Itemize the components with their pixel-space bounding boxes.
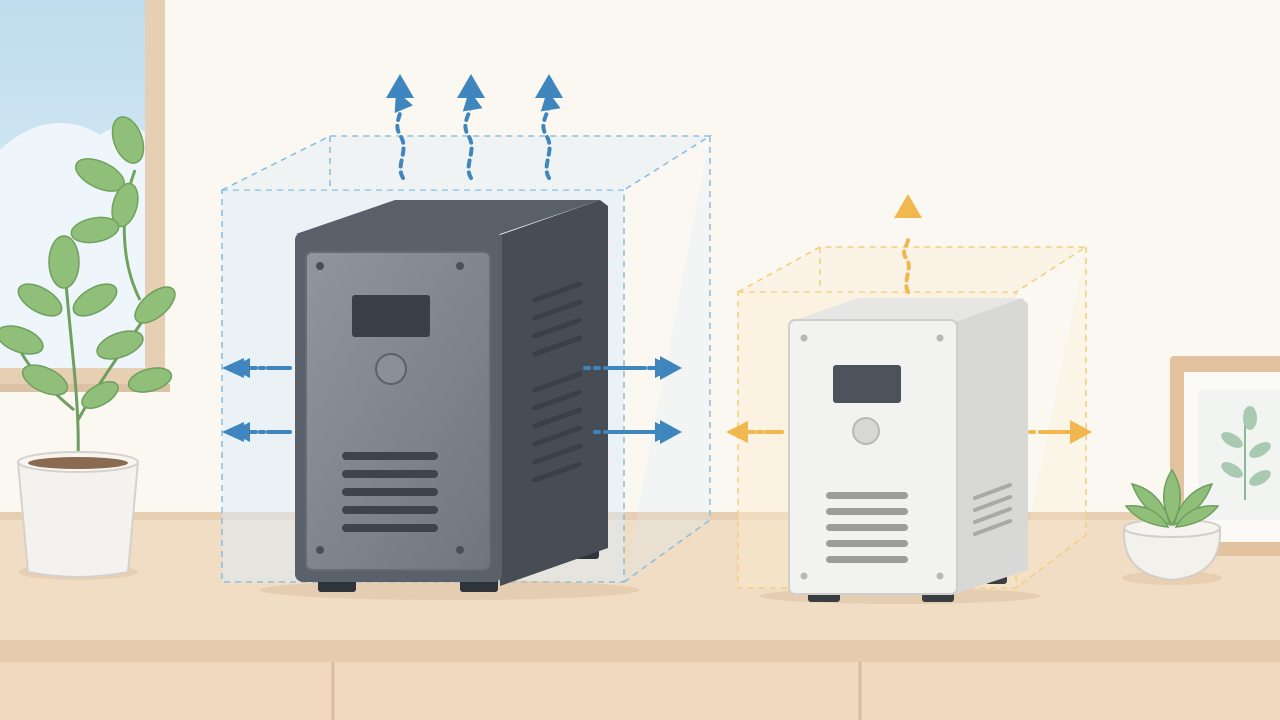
warm-airflow-arrows — [743, 234, 1074, 434]
airflow-arrow-up-3 — [540, 90, 561, 180]
wall — [0, 0, 1280, 520]
mini-case — [760, 298, 1040, 604]
window-plant — [70, 116, 145, 301]
cool-airflow-arrows — [230, 90, 675, 442]
succulent — [1122, 468, 1222, 585]
airflow-arrow-up-1 — [394, 90, 414, 180]
tower-case — [260, 200, 640, 600]
airflow-arrow-up-warm — [902, 234, 911, 294]
picture-frame — [1170, 356, 1280, 556]
airflow-arrow-up-2 — [462, 90, 483, 180]
potted-plant — [0, 235, 176, 580]
